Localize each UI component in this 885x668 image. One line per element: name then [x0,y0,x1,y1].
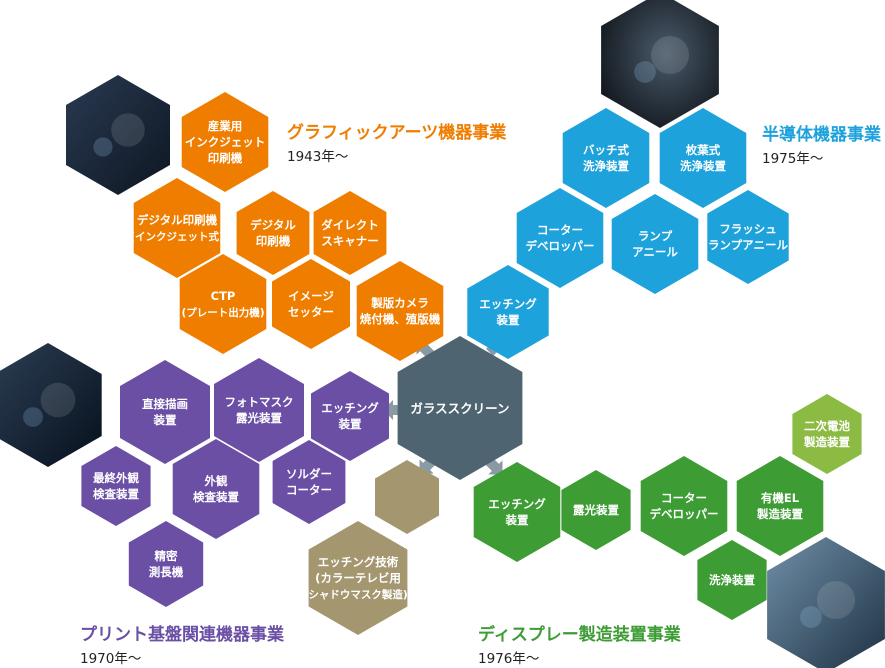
hex-label: エッチング [321,401,379,415]
hex-label: 製造装置 [803,435,850,449]
hex-label: 装置 [153,413,177,427]
hex-g3: デジタル印刷機 [236,191,310,275]
hex-label: ランプ [638,229,673,243]
hex-label: イメージ [288,289,334,303]
robot-hand-photo [601,0,719,128]
hex-label: シャドウマスク製造) [308,588,407,601]
graphic-section-year: 1943年〜 [287,149,349,165]
hex-label: 露光装置 [573,503,619,517]
hex-label: セッター [288,305,334,319]
semi-section-title: 半導体機器事業 [762,125,881,145]
hex-label: デベロッパー [650,507,719,521]
hex-label: 洗浄装置 [583,159,629,173]
hex-label: スキャナー [321,234,379,248]
hex-label: 検査装置 [93,487,139,501]
hex-label: 印刷機 [208,151,243,165]
hex-label: コーター [661,491,707,505]
hex-label: コーター [286,483,332,497]
graphic-section-title: グラフィックアーツ機器事業 [287,123,507,143]
hex-label: コーター [537,223,583,237]
hex-label: アニール [632,245,678,259]
hex-label: ソルダー [286,467,332,481]
hex-g5: CTP (プレート出力機) [179,254,267,354]
hex-g2: デジタル印刷機 (インクジェット式) [130,178,224,278]
hex-label: (インクジェット式) [130,230,224,243]
display-section-title: ディスプレー製造装置事業 [478,625,681,645]
hex-label: デジタル [250,218,296,232]
hex-d4: 有機EL 製造装置 [736,456,824,556]
hex-label: 製版カメラ [370,296,429,310]
hex-label: (カラーテレビ用 [315,571,401,585]
hex-label: 洗浄装置 [680,159,726,173]
hex-label: 装置 [496,313,520,327]
center-hex-label: ガラススクリーン [410,401,509,416]
hex-label: 最終外観 [93,471,139,485]
hex-label: バッチ式 [583,143,629,157]
hex-label: 露光装置 [236,411,282,425]
hex-d6: 洗浄装置 [697,540,767,620]
hex-label: エッチング [479,297,537,311]
hex-label: (プレート出力機) [181,306,264,319]
phone-photo [0,343,102,467]
print-section-year: 1970年〜 [80,651,142,667]
hex-label: フォトマスク [225,395,294,409]
hex-label: エッチング技術 [318,555,399,569]
hex-label: 産業用 [208,119,243,133]
tech-hand-photo [767,537,885,668]
hex-label: インクジェット [185,135,266,149]
hex-label: 印刷機 [256,234,291,248]
hex-label: 測長機 [149,565,184,579]
hex-d2: 露光装置 [561,470,631,550]
print-section-title: プリント基盤関連機器事業 [80,625,284,645]
center-hex-glass-screen: ガラススクリーン [397,336,523,480]
hex-label: 製造装置 [756,507,803,521]
hex-label: 装置 [505,513,529,527]
hex-label: ランプアニール [708,238,788,252]
hex-label: フラッシュ [719,222,777,236]
hex-label: 二次電池 [804,419,850,433]
hex-label: 装置 [338,417,362,431]
hex-label: 外観 [204,474,228,488]
hex-label: CTP [211,289,236,303]
display-section-year: 1976年〜 [478,651,540,667]
hex-s4: ランプアニール [611,194,699,294]
hex-label: 枚葉式 [686,143,721,157]
hex-label: 検査装置 [193,490,239,504]
hex-label: ダイレクト [321,218,379,232]
hex-t1 [375,460,439,534]
hex-label: デジタル印刷機 [137,213,218,227]
hex-label: エッチング [488,497,546,511]
book-photo [66,75,170,195]
hex-label: 洗浄装置 [709,573,755,587]
hex-label: 有機EL [761,491,800,505]
hex-label: 精密 [155,549,178,563]
semi-section-year: 1975年〜 [762,151,824,167]
hex-label: デベロッパー [526,239,595,253]
hex-label: 焼付機、殖版機 [360,312,441,326]
hex-label: 直接描画 [142,397,188,411]
